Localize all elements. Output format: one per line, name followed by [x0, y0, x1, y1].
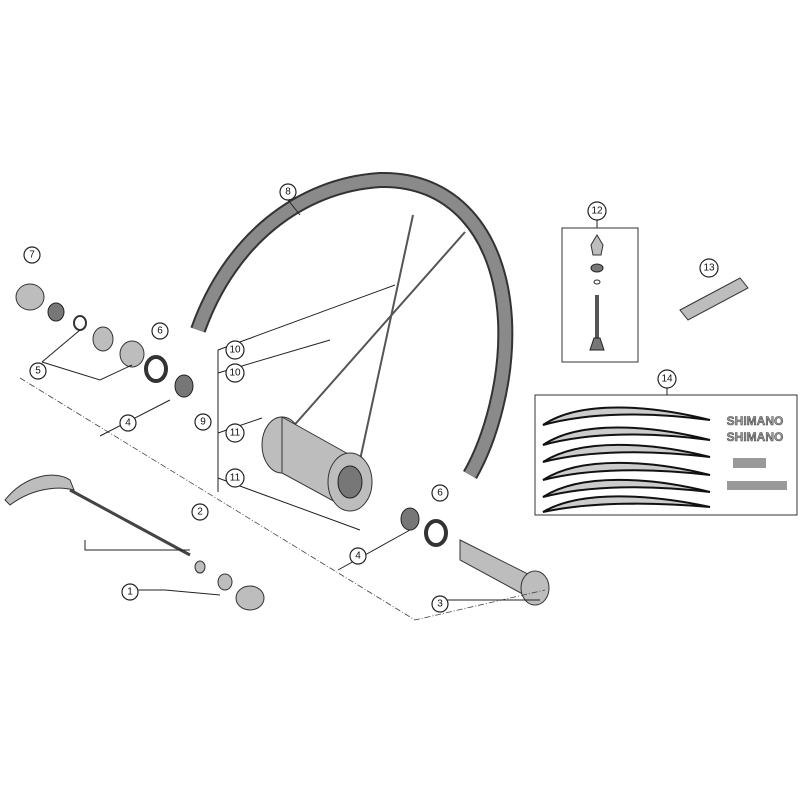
decal-sheet: SHIMANO SHIMANO — [534, 386, 798, 516]
callout-10: 10 — [225, 363, 245, 383]
spoke — [359, 214, 414, 461]
decal-logo: SHIMANO — [727, 430, 784, 444]
callout-5: 5 — [29, 362, 47, 380]
spoke — [289, 231, 466, 431]
svg-text:4: 4 — [355, 551, 361, 562]
callout-6: 6 — [151, 322, 169, 340]
svg-text:2: 2 — [197, 507, 203, 518]
callout-11: 11 — [225, 423, 245, 443]
callout-11: 11 — [225, 468, 245, 488]
callout-1: 1 — [121, 583, 139, 601]
svg-text:10: 10 — [229, 368, 241, 379]
svg-text:4: 4 — [125, 418, 131, 429]
svg-text:10: 10 — [229, 345, 241, 356]
svg-text:13: 13 — [703, 263, 715, 274]
svg-text:6: 6 — [157, 326, 163, 337]
svg-text:9: 9 — [200, 417, 206, 428]
svg-text:7: 7 — [29, 250, 35, 261]
spoke-wrench-tool — [679, 277, 749, 321]
svg-text:1: 1 — [127, 587, 133, 598]
left-bearing-parts — [15, 283, 194, 398]
callout-13: 13 — [699, 258, 719, 278]
callout-7: 7 — [23, 246, 41, 264]
svg-text:12: 12 — [591, 206, 603, 217]
svg-text:14: 14 — [661, 374, 673, 385]
svg-text:6: 6 — [437, 488, 443, 499]
svg-text:3: 3 — [437, 599, 443, 610]
callout-4: 4 — [119, 414, 137, 432]
svg-text:11: 11 — [230, 473, 241, 484]
svg-text:5: 5 — [35, 366, 41, 377]
valve-inset — [561, 218, 639, 363]
callout-2: 2 — [191, 503, 209, 521]
quick-release — [4, 474, 265, 611]
hub-body — [261, 416, 373, 512]
callout-3: 3 — [431, 595, 449, 613]
callout-12: 12 — [587, 201, 607, 221]
leader-lines — [19, 199, 546, 621]
svg-text:8: 8 — [285, 187, 291, 198]
callout-8: 8 — [279, 183, 297, 201]
callout-14: 14 — [657, 369, 677, 389]
callout-10: 10 — [225, 340, 245, 360]
callout-9: 9 — [194, 413, 212, 431]
decal-logo: SHIMANO — [727, 414, 784, 428]
callout-4: 4 — [349, 547, 367, 565]
callout-6: 6 — [431, 484, 449, 502]
right-axle-parts — [400, 507, 550, 606]
svg-text:11: 11 — [230, 428, 241, 439]
